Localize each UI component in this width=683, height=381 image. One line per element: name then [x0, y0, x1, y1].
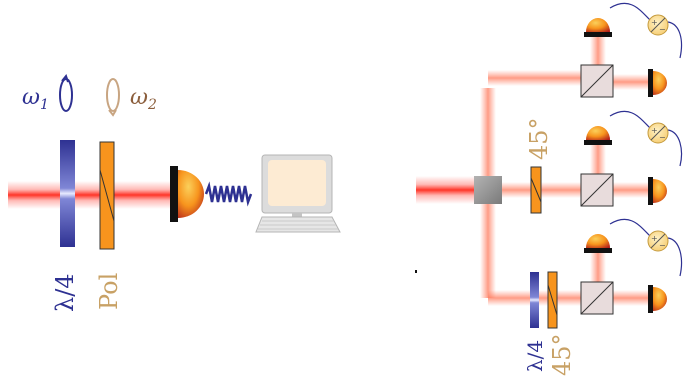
photodetector-icon [584, 234, 612, 253]
polarizing-beam-splitter-icon [580, 64, 614, 98]
laser-beam [8, 181, 180, 209]
polarizing-beam-splitter-icon [580, 173, 614, 207]
angle-label-mid: 45° [525, 117, 553, 160]
polarizer [99, 141, 115, 250]
laser-beam [488, 70, 596, 86]
photodetector-icon [584, 18, 612, 37]
difference-amplifier-icon: + − [647, 122, 669, 144]
photodetector-icon [648, 285, 667, 313]
left-setup: ω1 ω2 λ/4 Pol [8, 73, 341, 312]
signal-cable [609, 2, 683, 277]
pol-label: Pol [95, 273, 123, 310]
right-setup: 45° λ/4 45° [415, 2, 683, 376]
svg-text:+: + [651, 18, 658, 27]
polarizer [547, 271, 558, 329]
quarter-wave-plate [530, 272, 539, 328]
laser-beam [488, 182, 596, 198]
qwp-label: λ/4 [523, 340, 547, 372]
laser-beam [416, 176, 478, 204]
quarter-wave-plate [60, 140, 75, 247]
beam-splitter-icon [474, 176, 502, 204]
omega1-label: ω1 [22, 85, 49, 113]
tick-mark [415, 270, 417, 273]
photodetector-icon [648, 69, 667, 97]
omega2-label: ω2 [130, 85, 157, 113]
rotation-arrow-icon [106, 78, 120, 117]
spring-cable-icon [204, 181, 253, 207]
computer-icon [255, 154, 341, 233]
svg-text:+: + [651, 234, 658, 243]
rotation-arrow-icon [59, 73, 73, 112]
qwp-label: λ/4 [51, 273, 79, 312]
photodetector-icon [648, 177, 667, 205]
photodetector-icon [584, 126, 612, 145]
difference-amplifier-icon: + − [647, 14, 669, 36]
photodetector-icon [170, 166, 204, 222]
difference-amplifier-icon: + − [647, 230, 669, 252]
svg-text:−: − [659, 25, 666, 34]
svg-text:+: + [651, 126, 658, 135]
polarizer [530, 166, 542, 214]
laser-beam [488, 290, 596, 306]
svg-text:−: − [659, 241, 666, 250]
polarizing-beam-splitter-icon [580, 281, 614, 315]
svg-text:−: − [659, 133, 666, 142]
angle-label-bottom: 45° [548, 333, 576, 376]
